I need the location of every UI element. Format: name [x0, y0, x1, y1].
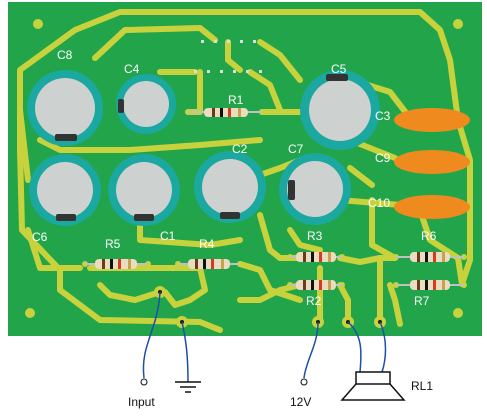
copper-traces: [17, 9, 473, 333]
label-r5: R5: [105, 237, 121, 251]
label-r7: R7: [414, 294, 430, 308]
supply-label: 12V: [290, 395, 312, 409]
label-c3: C3: [375, 109, 391, 123]
ground-symbol: [175, 381, 201, 393]
speaker-symbol: [340, 371, 406, 401]
speaker-label: RL1: [411, 379, 434, 393]
ic-pin-rows: [194, 40, 262, 73]
electrolytic-capacitors: [27, 70, 380, 226]
label-r3: R3: [307, 229, 323, 243]
label-c9: C9: [375, 151, 391, 165]
label-r6: R6: [421, 229, 437, 243]
resistors: [85, 108, 464, 290]
external-wires: [142, 291, 387, 383]
label-c4: C4: [124, 62, 140, 76]
label-r1: R1: [228, 93, 244, 107]
supply-terminal: [300, 378, 308, 386]
label-c5: C5: [331, 62, 347, 76]
label-c1: C1: [160, 229, 176, 243]
label-c8: C8: [57, 48, 73, 62]
label-c6: C6: [32, 230, 48, 244]
ceramic-capacitors: [394, 108, 470, 219]
input-terminal: [140, 378, 148, 386]
input-label: Input: [128, 395, 155, 409]
label-r2: R2: [306, 294, 322, 308]
label-c10: C10: [368, 196, 391, 210]
label-c2: C2: [232, 142, 248, 156]
label-r4: R4: [199, 237, 215, 251]
label-c7: C7: [288, 142, 304, 156]
